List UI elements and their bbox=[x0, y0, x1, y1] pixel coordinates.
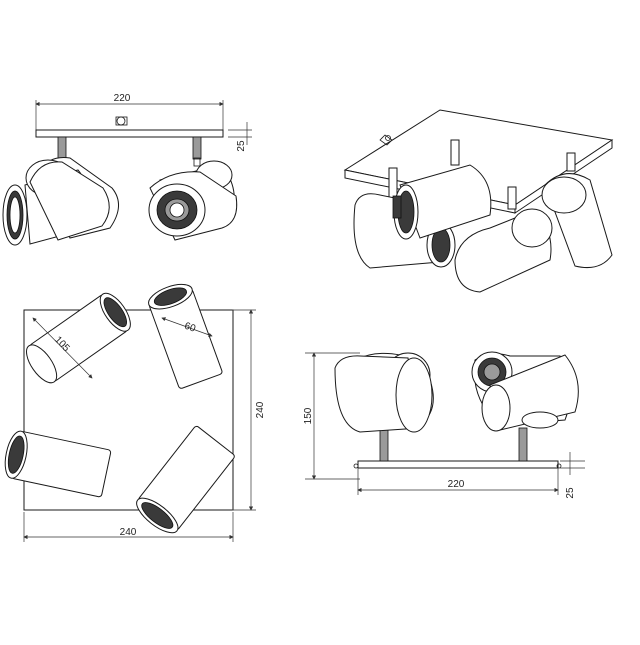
dim-side-plate-height: 25 bbox=[565, 487, 576, 499]
wall-connector bbox=[116, 116, 126, 126]
side-elevation-view: 150 220 bbox=[303, 351, 585, 499]
dim-front-height: 25 bbox=[236, 140, 247, 152]
dim-side-height: 150 bbox=[303, 407, 314, 424]
arm-right bbox=[566, 152, 576, 172]
side-arm-left bbox=[379, 427, 389, 462]
side-arm-right bbox=[518, 427, 528, 462]
right-arm bbox=[192, 136, 202, 160]
spot-front bbox=[454, 208, 553, 293]
arm-back bbox=[450, 139, 460, 166]
plan-view: 240 240 105 60 bbox=[4, 283, 266, 542]
side-spot-left bbox=[334, 352, 434, 433]
plan-spot-top-right bbox=[148, 283, 223, 389]
front-elevation-view: 220 25 bbox=[2, 93, 252, 246]
dim-lamp-diameter: 60 bbox=[183, 321, 198, 335]
dim-plan-width: 240 bbox=[120, 527, 137, 538]
perspective-view bbox=[343, 109, 614, 293]
plan-spot-bottom-right bbox=[136, 425, 235, 534]
arm-front bbox=[507, 186, 517, 210]
dim-plan-height: 240 bbox=[255, 401, 266, 418]
dim-front-width: 220 bbox=[114, 93, 131, 104]
spot-right bbox=[541, 173, 613, 269]
dim-side-width: 220 bbox=[448, 479, 465, 490]
right-spot bbox=[148, 160, 238, 241]
plan-spot-bottom-left bbox=[4, 430, 112, 498]
base-plate bbox=[35, 129, 224, 138]
side-plate bbox=[357, 460, 559, 469]
left-spot bbox=[2, 157, 119, 246]
spot-upper bbox=[392, 164, 492, 240]
arm-left bbox=[388, 167, 398, 199]
left-arm bbox=[57, 136, 67, 160]
side-spot-right bbox=[471, 351, 579, 432]
